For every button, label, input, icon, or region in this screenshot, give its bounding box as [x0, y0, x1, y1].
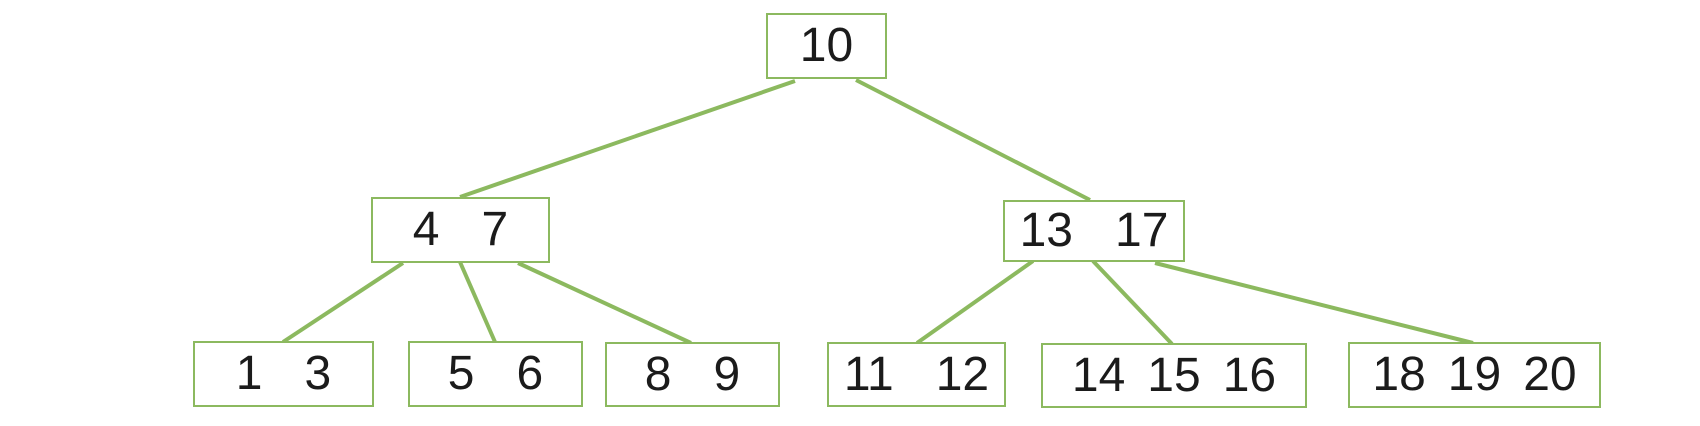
node-key: 13 [1019, 204, 1073, 257]
node-key: 20 [1523, 348, 1577, 401]
node-key: 3 [304, 347, 332, 400]
node-key: 10 [799, 19, 854, 72]
node-key: 12 [935, 347, 990, 401]
node-key: 4 [412, 203, 440, 256]
tree-edge-10-to-13-17 [855, 78, 1091, 202]
node-key: 17 [1115, 204, 1169, 257]
node-key: 8 [644, 347, 672, 401]
node-key: 5 [447, 347, 475, 400]
node-key: 14 [1071, 348, 1126, 402]
node-key: 16 [1222, 348, 1277, 402]
tree-edge-13-17-to-14-15-16 [1091, 259, 1174, 346]
node-key: 7 [481, 203, 509, 256]
btree-node-10: 10 [766, 13, 887, 79]
btree-node-13-17: 13 17 [1003, 200, 1185, 262]
btree-node-18-19-20: 18 19 20 [1348, 342, 1601, 408]
tree-edge-4-7-to-1-3 [281, 261, 405, 344]
tree-edge-4-7-to-5-6 [458, 261, 497, 343]
btree-node-14-15-16: 14 15 16 [1041, 343, 1307, 408]
tree-edge-4-7-to-8-9 [517, 261, 692, 345]
node-key: 9 [713, 347, 741, 401]
node-key: 6 [516, 347, 544, 400]
tree-edge-13-17-to-11-12 [915, 259, 1035, 345]
node-key: 11 [843, 347, 894, 401]
tree-edge-10-to-4-7 [459, 79, 796, 199]
node-key: 19 [1447, 348, 1502, 401]
node-key: 18 [1372, 348, 1426, 401]
btree-node-11-12: 11 12 [827, 342, 1006, 407]
tree-edge-13-17-to-18-19-20 [1154, 261, 1474, 345]
node-key: 15 [1147, 348, 1201, 402]
node-key: 1 [235, 347, 263, 400]
